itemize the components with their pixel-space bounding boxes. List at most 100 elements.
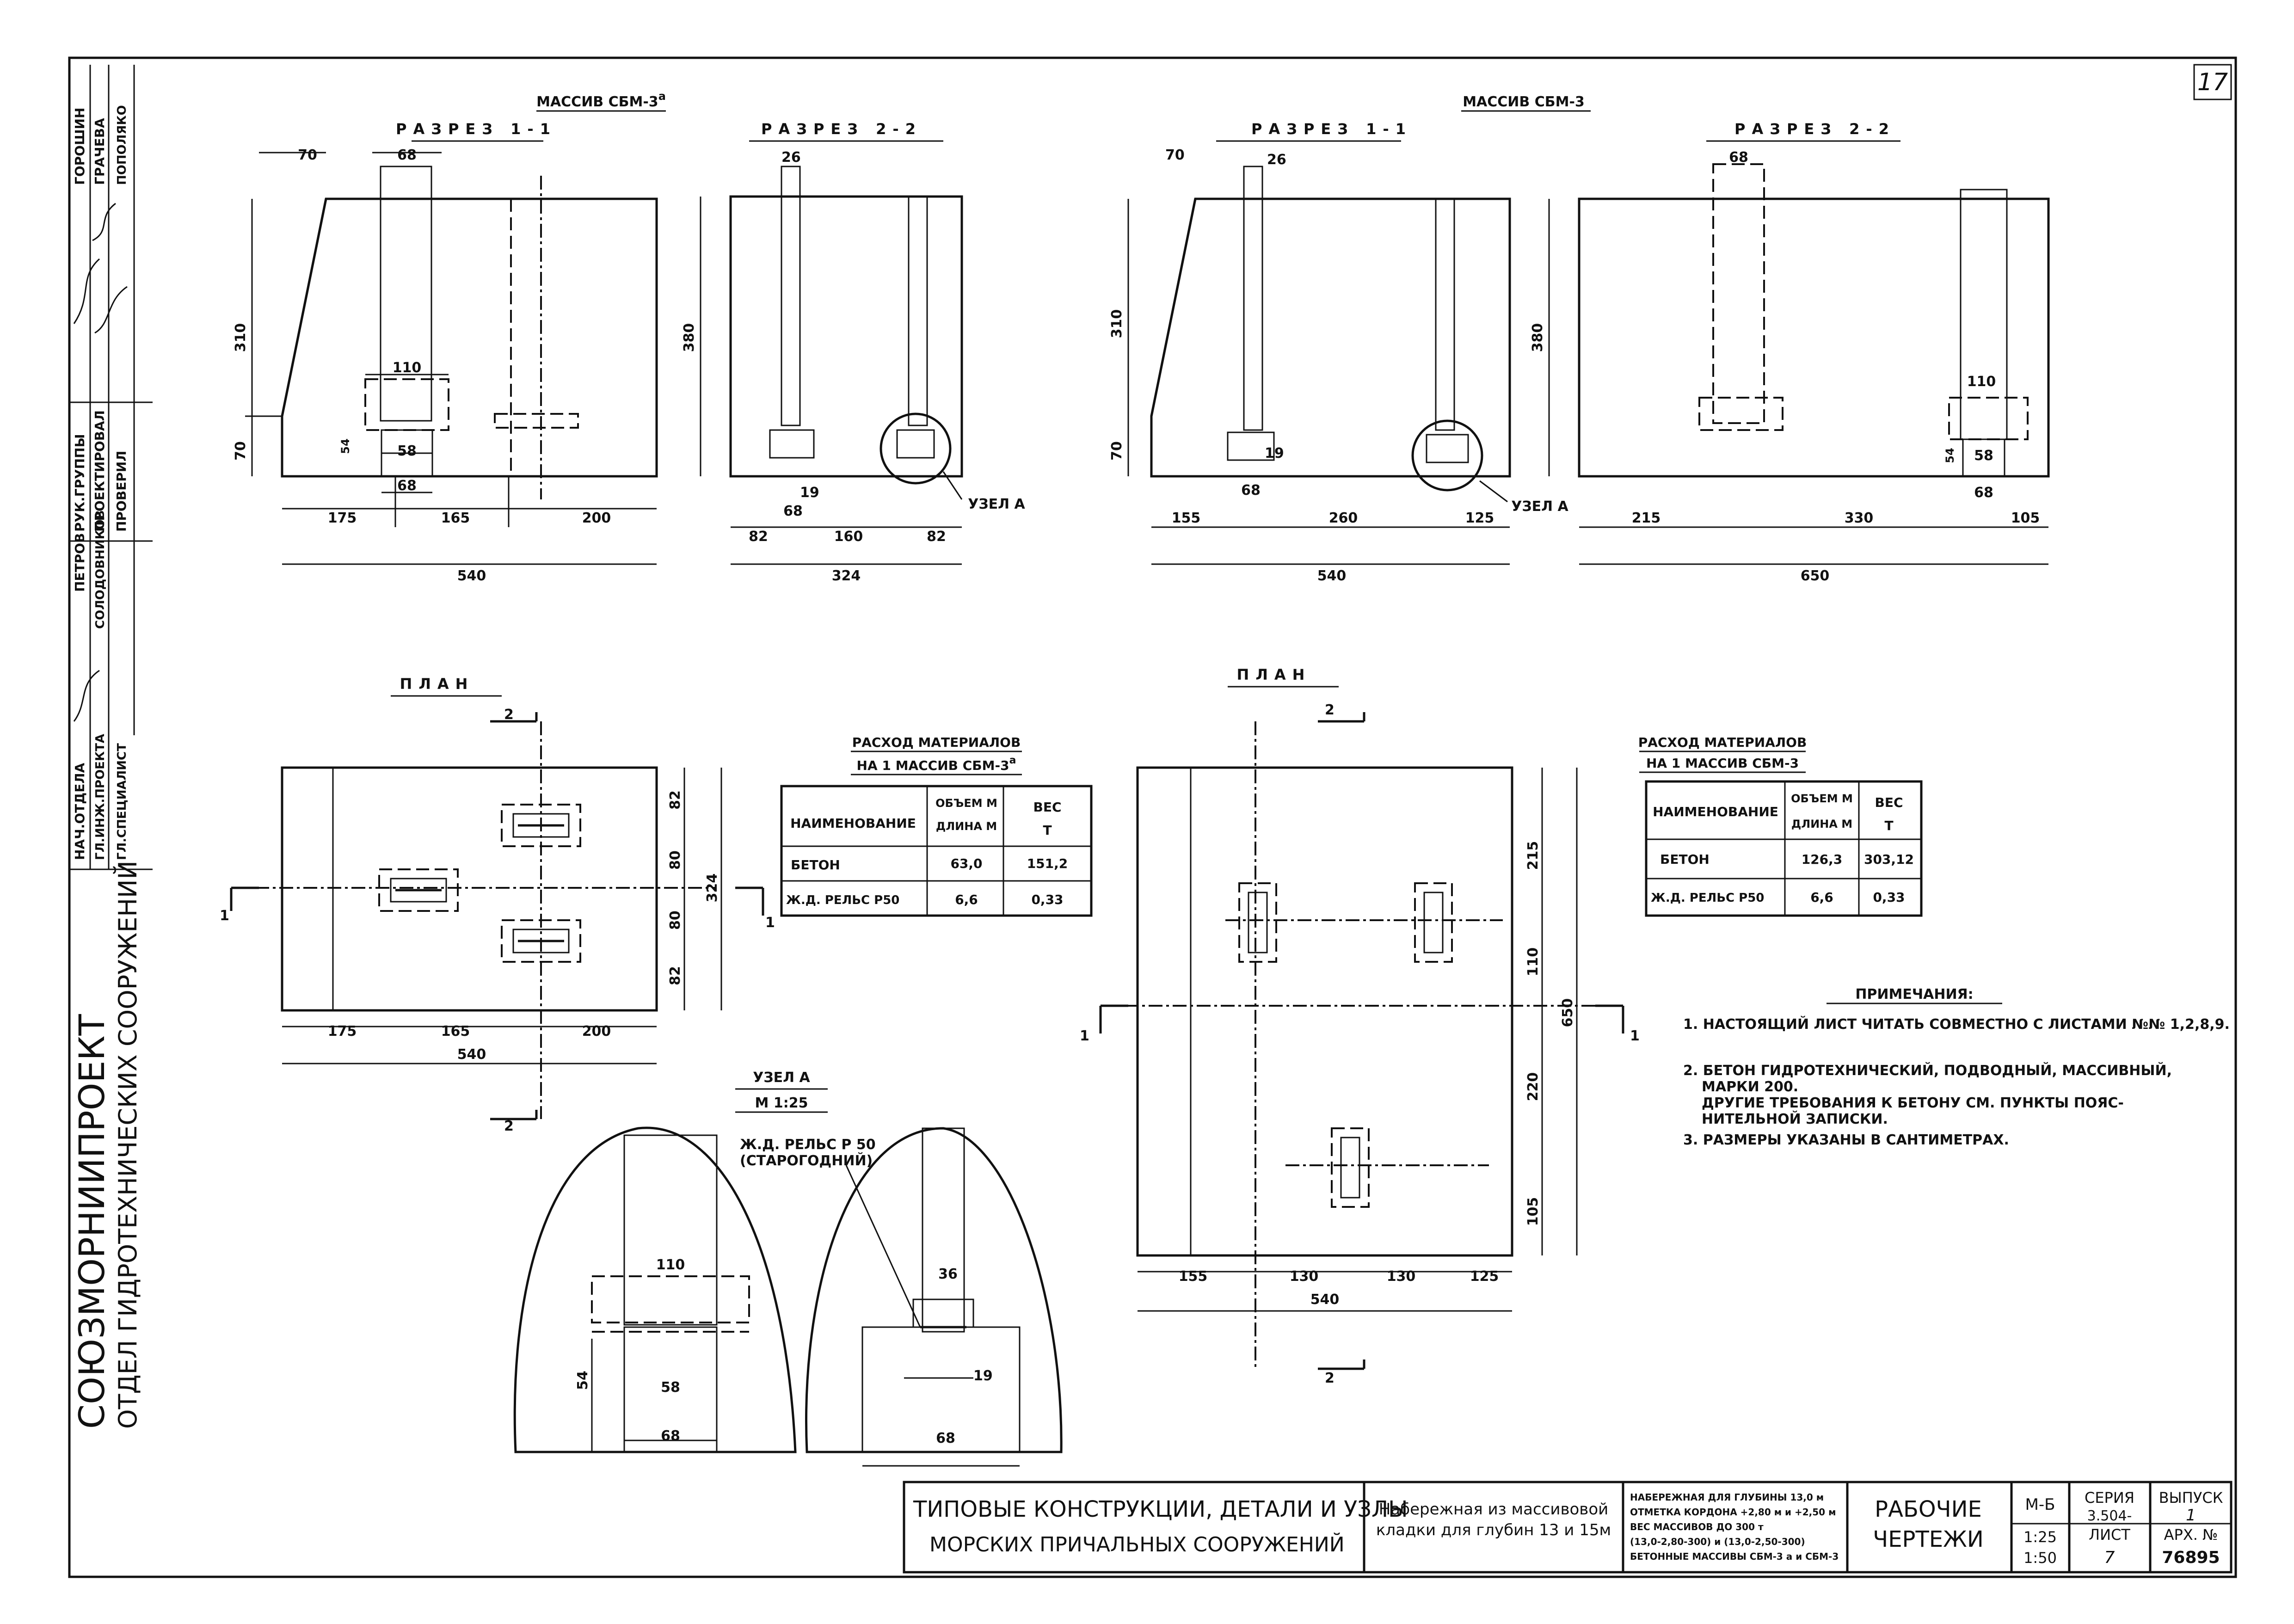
dim-a1-58: 58 [397,443,417,459]
dim-b1-70b: 70 [1109,441,1125,461]
stamp-role-3: ПРОВЕРИЛ [114,451,129,532]
dim-bp-130: 130 [1290,1268,1319,1285]
table-b-row-1-w: 303,12 [1864,852,1914,867]
node-right-36: 36 [938,1266,958,1282]
sheet-number: 17 [2197,68,2228,96]
notes: 1. НАСТОЯЩИЙ ЛИСТ ЧИТАТЬ СОВМЕСТНО С ЛИС… [1683,1016,2230,1148]
rail-socket-b2 [1414,882,1453,963]
dim-a2-68: 68 [783,503,803,519]
node-right-19: 19 [973,1368,993,1384]
dim-a1-175: 175 [328,510,357,526]
cut-b-2-bottom: 2 [1325,1370,1335,1386]
dim-b1-540: 540 [1317,568,1347,584]
rail-socket-a2 [378,868,459,912]
table-a-row-1-vol: 63,0 [950,856,982,871]
table-a-col-name: НАИМЕНОВАНИЕ [790,816,916,831]
title-arch: 76895 [2162,1548,2220,1567]
dim-b2-68b: 68 [1974,485,1993,501]
massiv-a-section-1: 70 68 310 70 110 58 54 68 175 165 200 54… [233,147,658,584]
dim-a1-68: 68 [397,147,417,163]
table-a-row-2-name: Ж.Д. РЕЛЬС Р50 [786,893,899,907]
massiv-b-section-2-title: РАЗРЕЗ 2-2 [1734,120,1895,138]
dim-bp-155: 155 [1179,1268,1208,1285]
stamp-role-5: ГЛ.ИНЖ.ПРОЕКТА [93,734,107,860]
dim-b1-26: 26 [1267,152,1286,168]
dim-a1-165: 165 [441,510,470,526]
dim-a2-19: 19 [800,485,819,501]
table-a-col-w-2: Т [1043,823,1052,838]
massiv-b-node-label: УЗЕЛ А [1511,498,1568,515]
dim-a1-70b: 70 [233,441,249,461]
dim-b1-310: 310 [1109,309,1125,338]
dim-a2-82: 82 [749,529,768,545]
table-b-row-1-vol: 126,3 [1802,852,1843,867]
title-spec-3: ВЕС МАССИВОВ ДО 300 т [1630,1521,1764,1532]
dim-a1-70: 70 [298,147,317,163]
title-scale-head: М-Б [2025,1495,2055,1514]
title-subject-2: кладки для глубин 13 и 15м [1376,1521,1611,1539]
node-left-58: 58 [661,1379,680,1396]
title-issue: 1 [2186,1506,2196,1525]
title-main-1: ТИПОВЫЕ КОНСТРУКЦИИ, ДЕТАЛИ И УЗЛЫ [913,1496,1408,1522]
dim-b2-68: 68 [1729,149,1748,166]
dim-a2-380: 380 [681,323,697,352]
massiv-a-plan-title: ПЛАН [400,675,474,693]
dim-b2-58: 58 [1974,448,1993,464]
stamp-role-4: НАЧ.ОТДЕЛА [72,763,87,860]
table-a-row-1-name: БЕТОН [791,857,840,873]
dim-b1-19: 19 [1265,445,1284,461]
rail-socket-a3 [501,919,581,963]
dim-b2-330: 330 [1845,510,1874,526]
table-b-title-2: НА 1 МАССИВ СБМ-3 [1646,756,1799,771]
massiv-b-title: МАССИВ СБМ-3 [1463,94,1585,110]
table-b-col-name: НАИМЕНОВАНИЕ [1653,804,1778,819]
dim-b1-68: 68 [1241,482,1261,498]
rail-socket-b3 [1331,1127,1370,1208]
massiv-a-section-2: УЗЕЛ А 26 380 19 68 82 160 82 324 [681,149,1026,584]
title-main-2: МОРСКИХ ПРИЧАЛЬНЫХ СООРУЖЕНИЙ [929,1532,1345,1556]
title-subject-1: Набережная из массивовой [1379,1500,1608,1519]
note-2c: ДРУГИЕ ТРЕБОВАНИЯ К БЕТОНУ СМ. ПУНКТЫ ПО… [1702,1095,2124,1111]
stamp-name-5: СОЛОДОВНИКОВ [93,510,107,629]
cut-a-2-top: 2 [504,707,514,723]
massiv-b-plan: 215 110 220 105 650 155 130 130 125 540 … [1080,702,1640,1386]
dim-a1-54: 54 [339,438,352,454]
cut-a-2-bottom: 2 [504,1118,514,1134]
title-series-head: СЕРИЯ [2085,1489,2134,1507]
dim-a2-324: 324 [832,568,861,584]
title-stage-1: РАБОЧИЕ [1875,1496,1982,1522]
cut-b-1-left: 1 [1080,1028,1089,1044]
dim-bp-215: 215 [1525,841,1541,870]
dim-b2-215: 215 [1632,510,1661,526]
title-issue-head: ВЫПУСК [2159,1489,2223,1507]
dim-ap-82: 82 [667,790,683,810]
title-spec-1: НАБЕРЕЖНАЯ ДЛЯ ГЛУБИНЫ 13,0 м [1630,1492,1824,1503]
table-a-row-2-vol: 6,6 [955,892,978,907]
table-b-row-2-vol: 6,6 [1810,890,1833,905]
sheet-number-box [2193,64,2232,100]
massiv-b-section-1: УЗЕЛ А 70 26 310 70 19 68 155 260 125 54… [1109,147,1569,584]
table-b-col-vol-1: ОБЪЕМ М [1791,792,1853,805]
node-right: 36 19 68 [805,1127,1063,1467]
rail-socket-b1 [1238,882,1277,963]
dim-b2-650: 650 [1801,568,1830,584]
node-left-54: 54 [575,1371,591,1390]
node-rail-label-2: (СТАРОГОДНИЙ) [740,1152,873,1169]
dim-b2-54: 54 [1943,448,1956,463]
massiv-a-section-2-title: РАЗРЕЗ 2-2 [761,120,922,138]
node-left-110: 110 [656,1257,685,1273]
dim-b2-105: 105 [2011,510,2040,526]
dim-a2-26: 26 [781,149,801,166]
dim-bp-125: 125 [1470,1268,1499,1285]
dim-bp-540: 540 [1310,1292,1340,1308]
table-b-col-w-2: Т [1884,818,1893,833]
dim-bp-110: 110 [1525,947,1541,977]
dim-bp-105: 105 [1525,1197,1541,1226]
node-right-68: 68 [936,1430,955,1446]
table-b-col-vol-2: ДЛИНА М [1791,818,1852,830]
table-b-row-2-w: 0,33 [1873,890,1905,905]
node-left: 110 54 58 68 [513,1126,797,1453]
table-b-row-1-name: БЕТОН [1660,852,1710,867]
materials-table-a: НАИМЕНОВАНИЕ ОБЪЕМ М ДЛИНА М ВЕС Т БЕТОН… [780,785,1093,917]
